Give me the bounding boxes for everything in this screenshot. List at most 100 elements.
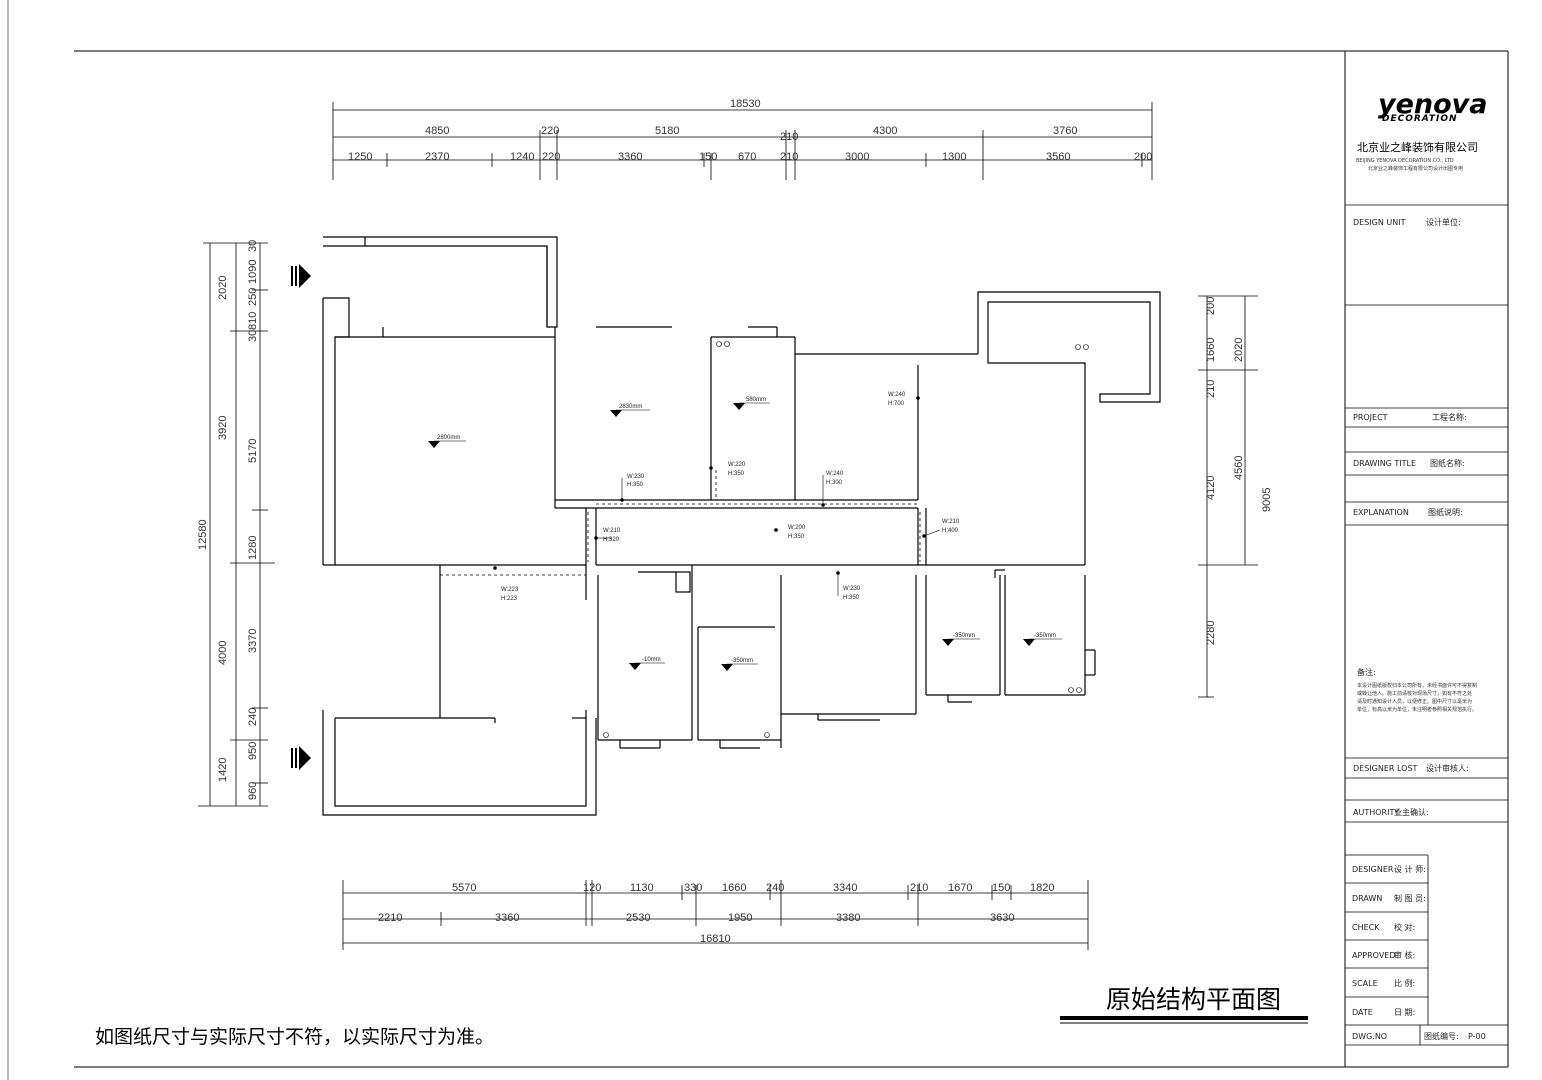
dim-bottom-minor: 2530 [626,912,650,924]
dim-top-major: 210 [780,131,798,143]
date-row-en: DATE [1352,1008,1373,1017]
company-name-cn: 北京业之峰装饰有限公司 [1357,140,1478,154]
opening-width: W:230 [627,474,645,480]
company-name-en: BEIJING YENOVA DECORATION CO., LTD [1356,158,1454,164]
dim-top-minor: 2370 [425,151,449,163]
dim-right-outer: 2020 [1233,338,1245,362]
design-unit-en: DESIGN UNIT [1353,218,1406,227]
dim-left-inner: 3370 [247,629,259,653]
title-block [1345,204,1508,1046]
dim-bottom-major: 120 [583,882,601,894]
dim-left-outer: 2020 [217,276,229,300]
opening-tag: W:230 H:350 [620,474,645,502]
dim-bottom-major: 150 [992,882,1010,894]
dimension-text: 18530 4850 220 5180 210 4300 3760 1250 2… [197,98,1273,945]
remark-line-4: 单位，标高以米为单位，未注明者参照相关规范执行。 [1357,706,1477,713]
dim-top-minor: 3000 [845,151,869,163]
dim-top-minor: 1240 [510,151,534,163]
dwg-no-value: P-00 [1468,1032,1486,1041]
dim-bottom-major: 1130 [630,882,654,894]
dim-left-inner: 30 [247,240,259,252]
opening-width: W:240 [826,471,844,477]
dim-top-major: 5180 [655,125,679,137]
check-row-en: CHECK [1352,923,1380,932]
dim-top-minor: 1300 [942,151,966,163]
remark-label: 备注: [1357,667,1376,677]
dim-left-inner: 250 [247,288,259,306]
approved-row-cn: 审 核: [1394,950,1415,960]
dim-right-total: 9005 [1261,488,1273,512]
opening-tag: W:210 H:320 [594,528,621,543]
project-cn: 工程名称: [1432,412,1467,422]
dim-top-major: 3760 [1053,125,1077,137]
opening-tag: W:200 H:350 [774,525,806,540]
company-note: 北京业之峰装饰工程有限公司设计出图专用 [1368,165,1463,172]
dim-bottom-major: 3340 [833,882,857,894]
dimension-lines [198,102,1258,950]
dim-left-outer: 1420 [217,758,229,782]
entrance-arrows [291,264,311,770]
designer-row-cn: 设 计 师: [1394,864,1426,874]
dim-top-total: 18530 [730,98,761,110]
opening-height: H:700 [888,401,905,407]
level-marker: 580mm [733,397,770,410]
dim-bottom-major: 1670 [948,882,972,894]
opening-width: W:220 [728,462,746,468]
dim-top-minor: 220 [542,151,560,163]
level-label: 2800mm [437,435,460,441]
drawing-title: 原始结构平面图 [1106,985,1281,1014]
authority-cn: 业主确认: [1394,807,1429,817]
dim-left-inner: 30 [247,330,259,342]
title-block-text: yenova DECORATION 北京业之峰装饰有限公司 BEIJING YE… [1352,89,1488,1041]
level-marker: -350mm [1023,633,1062,646]
dim-left-inner: 5170 [247,439,259,463]
opening-height: H:350 [627,482,644,488]
dim-bottom-major: 5570 [452,882,476,894]
dim-top-minor: 210 [780,151,798,163]
dim-right-inner: 210 [1205,380,1217,398]
dim-top-minor: 670 [738,151,756,163]
dim-top-major: 220 [541,125,559,137]
drawn-row-en: DRAWN [1352,894,1382,903]
level-marker: -10mm [629,657,665,670]
project-en: PROJECT [1353,413,1388,422]
dashed-lines [440,470,921,576]
dim-top-major: 4300 [873,125,897,137]
designer-en: DESIGNER LOST [1353,764,1418,773]
drawn-row-cn: 制 图 员: [1394,893,1426,903]
dwg-no-cn: 图纸编号: [1424,1031,1459,1041]
check-row-cn: 校 对: [1394,922,1415,932]
level-marker: 2800mm [428,435,466,448]
level-label: 580mm [746,397,766,403]
scale-row-en: SCALE [1352,979,1378,988]
level-label: -10mm [642,657,661,663]
opening-height: H:350 [843,595,860,601]
date-row-cn: 日 期: [1394,1008,1415,1017]
opening-tag: W:223 H:223 [493,566,519,602]
approved-row-en: APPROVED [1352,951,1396,960]
dim-right-inner: 2280 [1205,621,1217,645]
dim-left-inner: 810 [247,312,259,330]
dim-bottom-major: 240 [766,882,784,894]
dim-right-outer: 4560 [1233,456,1245,480]
opening-height: H:350 [788,534,805,540]
drawing-title-en: DRAWING TITLE [1353,459,1416,468]
authority-en: AUTHORITY [1353,808,1399,817]
level-marker: -350mm [942,633,980,646]
footnote: 如图纸尺寸与实际尺寸不符，以实际尺寸为准。 [95,1026,494,1048]
opening-annotations: W:230 H:350 W:220 H:350 W:240 H:300 W:24… [493,392,960,602]
dim-right-inner: 200 [1205,297,1217,315]
room-level-markers: 2800mm 2830mm 580mm -10mm -350mm -350mm [428,397,1062,671]
dim-top-minor: 150 [699,151,717,163]
dim-top-minor: 3360 [618,151,642,163]
opening-height: H:400 [942,528,959,534]
walls [322,236,1161,816]
dim-bottom-minor: 3630 [990,912,1014,924]
opening-width: W:230 [843,586,861,592]
opening-tag: W:240 H:300 [821,471,844,507]
opening-height: H:350 [728,471,745,477]
level-label: -350mm [953,633,975,639]
dim-bottom-minor: 2210 [378,912,402,924]
dim-right-inner: 1660 [1205,338,1217,362]
